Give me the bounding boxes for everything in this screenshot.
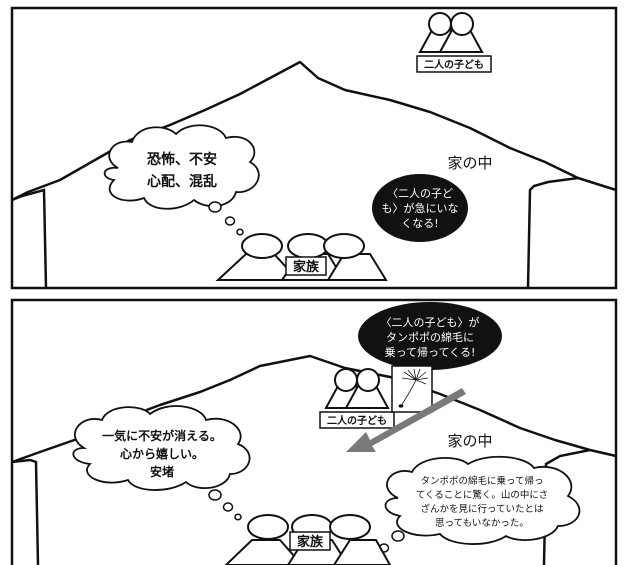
- family-label-box: [285, 256, 327, 276]
- family-label-2: 家族: [297, 534, 324, 550]
- mountain-outline: [11, 60, 617, 202]
- thought-cloud-right: [384, 455, 581, 545]
- event-line-3: くなる!: [401, 217, 438, 230]
- left-thought-line-2: 心から嬉しい。: [120, 446, 204, 461]
- arrow-down: [346, 388, 466, 452]
- event-line-2: も〉が急にいな: [382, 201, 459, 215]
- dandelion-seed-icon: [398, 368, 429, 408]
- thought-bubbles: [208, 201, 244, 236]
- thought-line-1: 恐怖、不安: [147, 151, 217, 168]
- children-label-2: 二人の子ども: [327, 414, 387, 427]
- right-thought-line-3: ざんかを見に行っていたとは: [420, 503, 544, 515]
- children-label: 二人の子ども: [424, 58, 484, 71]
- left-thought-line-1: 一気に不安が消える。: [102, 428, 222, 443]
- house-label-2: 家の中: [447, 432, 492, 450]
- thought-line-2: 心配、混乱: [147, 173, 217, 190]
- left-thought-line-3: 安堵: [150, 464, 174, 479]
- event-oval-2: [358, 302, 502, 370]
- children-label-box-2: [319, 411, 395, 429]
- panel-2: 〈二人の子ども〉が タンポポの綿毛に 乗って帰ってくる! 二人の子ども 家の中 …: [10, 298, 618, 565]
- right-thought-line-1: タンポポの綿毛に乗って帰っ: [420, 475, 543, 487]
- right-thought-line-2: てくることに驚く。山の中にさ: [416, 489, 548, 501]
- panel-1: 二人の子ども 家の中 恐怖、不安 心配、混乱 〈二人の子ど も〉が急にいな くな…: [10, 6, 618, 290]
- dandelion-picture: [391, 365, 433, 413]
- children-label-box: [416, 55, 492, 73]
- wall-left: [11, 188, 48, 289]
- wall-right: [526, 176, 579, 289]
- event-oval: [372, 174, 468, 242]
- children-figure-2: [324, 368, 390, 409]
- event-line-1: 〈二人の子ど: [387, 187, 453, 200]
- family-figure-2: [224, 514, 392, 565]
- right-thought-line-4: 思ってもいなかった。: [435, 518, 529, 529]
- family-label-box-2: [289, 531, 331, 551]
- event2-line-1: 〈二人の子ども〉が: [381, 315, 480, 329]
- wall-left-2: [11, 458, 40, 565]
- thought-bubbles-left: [208, 489, 242, 521]
- event2-line-3: 乗って帰ってくる!: [385, 346, 476, 359]
- house-label: 家の中: [447, 154, 492, 172]
- family-label: 家族: [293, 259, 320, 275]
- thought-cloud-left: [72, 405, 251, 491]
- thought-cloud: [103, 124, 260, 210]
- event2-line-2: タンポポの綿毛に: [386, 330, 474, 344]
- children-figure: [418, 12, 484, 53]
